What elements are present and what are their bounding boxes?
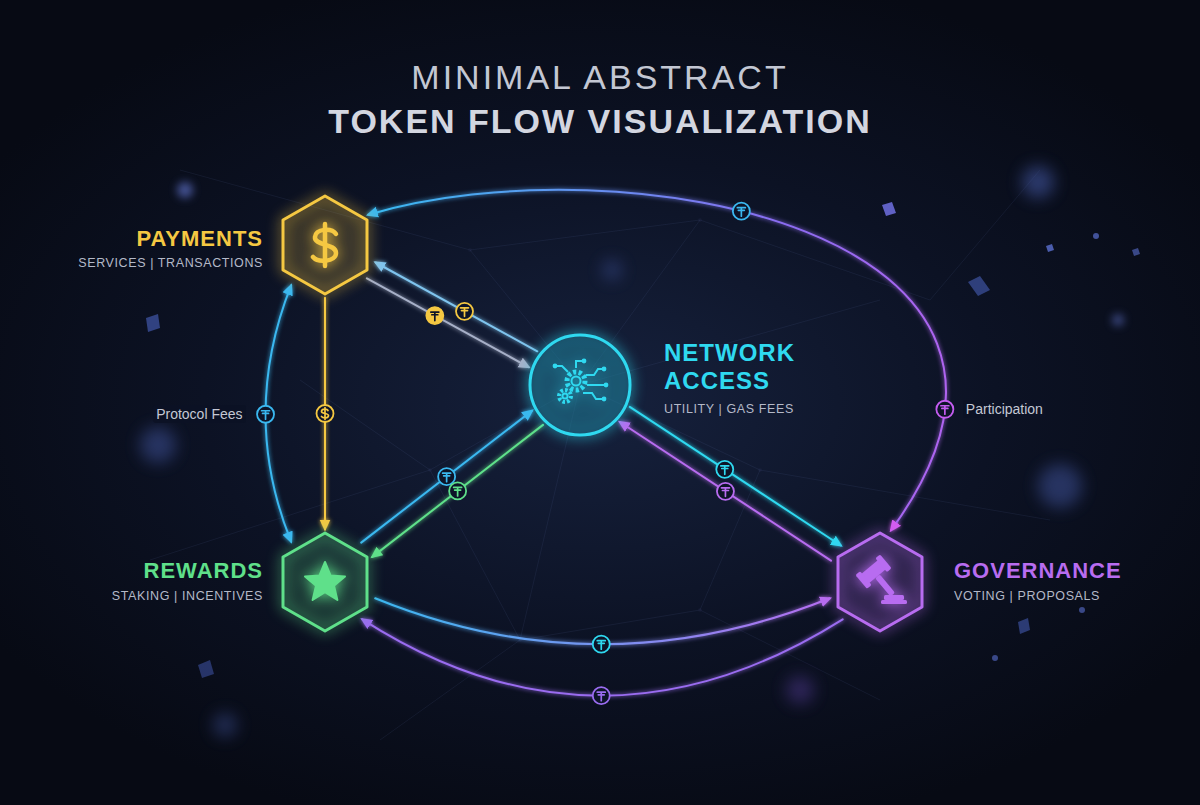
token-coin bbox=[438, 468, 455, 485]
diagram-title: MINIMAL ABSTRACT bbox=[0, 58, 1200, 97]
token-coin-ring bbox=[593, 687, 610, 704]
token-coin bbox=[936, 401, 953, 418]
network-circle: NETWORK ACCESSUTILITY | GAS FEES bbox=[526, 331, 634, 439]
token-coin bbox=[733, 203, 750, 220]
token-coin-ring bbox=[426, 307, 443, 324]
node-heading: REWARDS bbox=[144, 558, 263, 584]
node-subtitle: SERVICES | TRANSACTIONS bbox=[78, 255, 263, 271]
token-coin-ring bbox=[449, 482, 466, 499]
node-subtitle: VOTING | PROPOSALS bbox=[954, 588, 1100, 604]
token-coin-ring bbox=[317, 405, 334, 422]
token-coin-ring bbox=[593, 636, 610, 653]
node-heading: GOVERNANCE bbox=[954, 558, 1122, 584]
token-coin-ring bbox=[716, 461, 733, 478]
token-coin-ring bbox=[456, 303, 473, 320]
token-symbol bbox=[721, 488, 729, 497]
flow-arrow bbox=[362, 619, 842, 695]
web-dots bbox=[428, 218, 762, 642]
node-subtitle: UTILITY | GAS FEES bbox=[664, 401, 794, 417]
connector-group bbox=[266, 190, 946, 696]
flow-arrow bbox=[368, 190, 946, 531]
token-coin bbox=[257, 406, 274, 423]
token-symbol bbox=[941, 406, 949, 415]
token-coin bbox=[593, 636, 610, 653]
token-symbol bbox=[431, 312, 439, 321]
token-symbol bbox=[461, 308, 469, 317]
token-coin-ring bbox=[733, 203, 750, 220]
token-coin-ring bbox=[438, 468, 455, 485]
token-coin bbox=[317, 405, 334, 422]
token-coin bbox=[449, 482, 466, 499]
flow-arrow bbox=[620, 422, 831, 561]
web-lines bbox=[150, 170, 1050, 740]
token-coin bbox=[716, 461, 733, 478]
token-symbol bbox=[443, 473, 451, 482]
token-symbol bbox=[597, 641, 605, 650]
token-coin-ring bbox=[257, 406, 274, 423]
flow-arrow bbox=[372, 425, 543, 557]
flow-arrow bbox=[376, 263, 538, 352]
token-coin-ring bbox=[717, 483, 734, 500]
edge-label: Participation bbox=[963, 400, 1046, 418]
governance-hexagon: GOVERNANCEVOTING | PROPOSALS bbox=[832, 529, 928, 635]
token-coin bbox=[593, 687, 610, 704]
glow-orbs bbox=[140, 166, 1124, 737]
coin-group bbox=[257, 203, 953, 705]
title-line: TOKEN FLOW VISUALIZATION bbox=[0, 102, 1200, 141]
node-heading: PAYMENTS bbox=[136, 226, 263, 252]
node-subtitle: STAKING | INCENTIVES bbox=[112, 588, 263, 604]
token-symbol bbox=[454, 487, 462, 496]
node-heading: NETWORK ACCESS bbox=[664, 339, 814, 395]
circle-outline bbox=[526, 331, 634, 439]
flow-arrow bbox=[361, 411, 532, 543]
token-coin bbox=[456, 303, 473, 320]
token-symbol bbox=[262, 411, 270, 420]
rewards-hexagon: REWARDSSTAKING | INCENTIVES bbox=[277, 529, 373, 635]
hexagon-outline bbox=[832, 529, 928, 635]
flow-arrow bbox=[630, 407, 841, 546]
token-symbol bbox=[597, 692, 605, 701]
token-coin-ring bbox=[936, 401, 953, 418]
token-symbol bbox=[721, 466, 729, 475]
token-coin bbox=[717, 483, 734, 500]
token-symbol bbox=[322, 408, 329, 420]
payments-hexagon: PAYMENTSSERVICES | TRANSACTIONS bbox=[277, 192, 373, 298]
token-coin bbox=[426, 307, 443, 324]
flow-arrow bbox=[367, 278, 529, 367]
hexagon-outline bbox=[277, 192, 373, 298]
hexagon-outline bbox=[277, 529, 373, 635]
edge-label: Protocol Fees bbox=[153, 405, 245, 423]
token-symbol bbox=[737, 208, 745, 217]
